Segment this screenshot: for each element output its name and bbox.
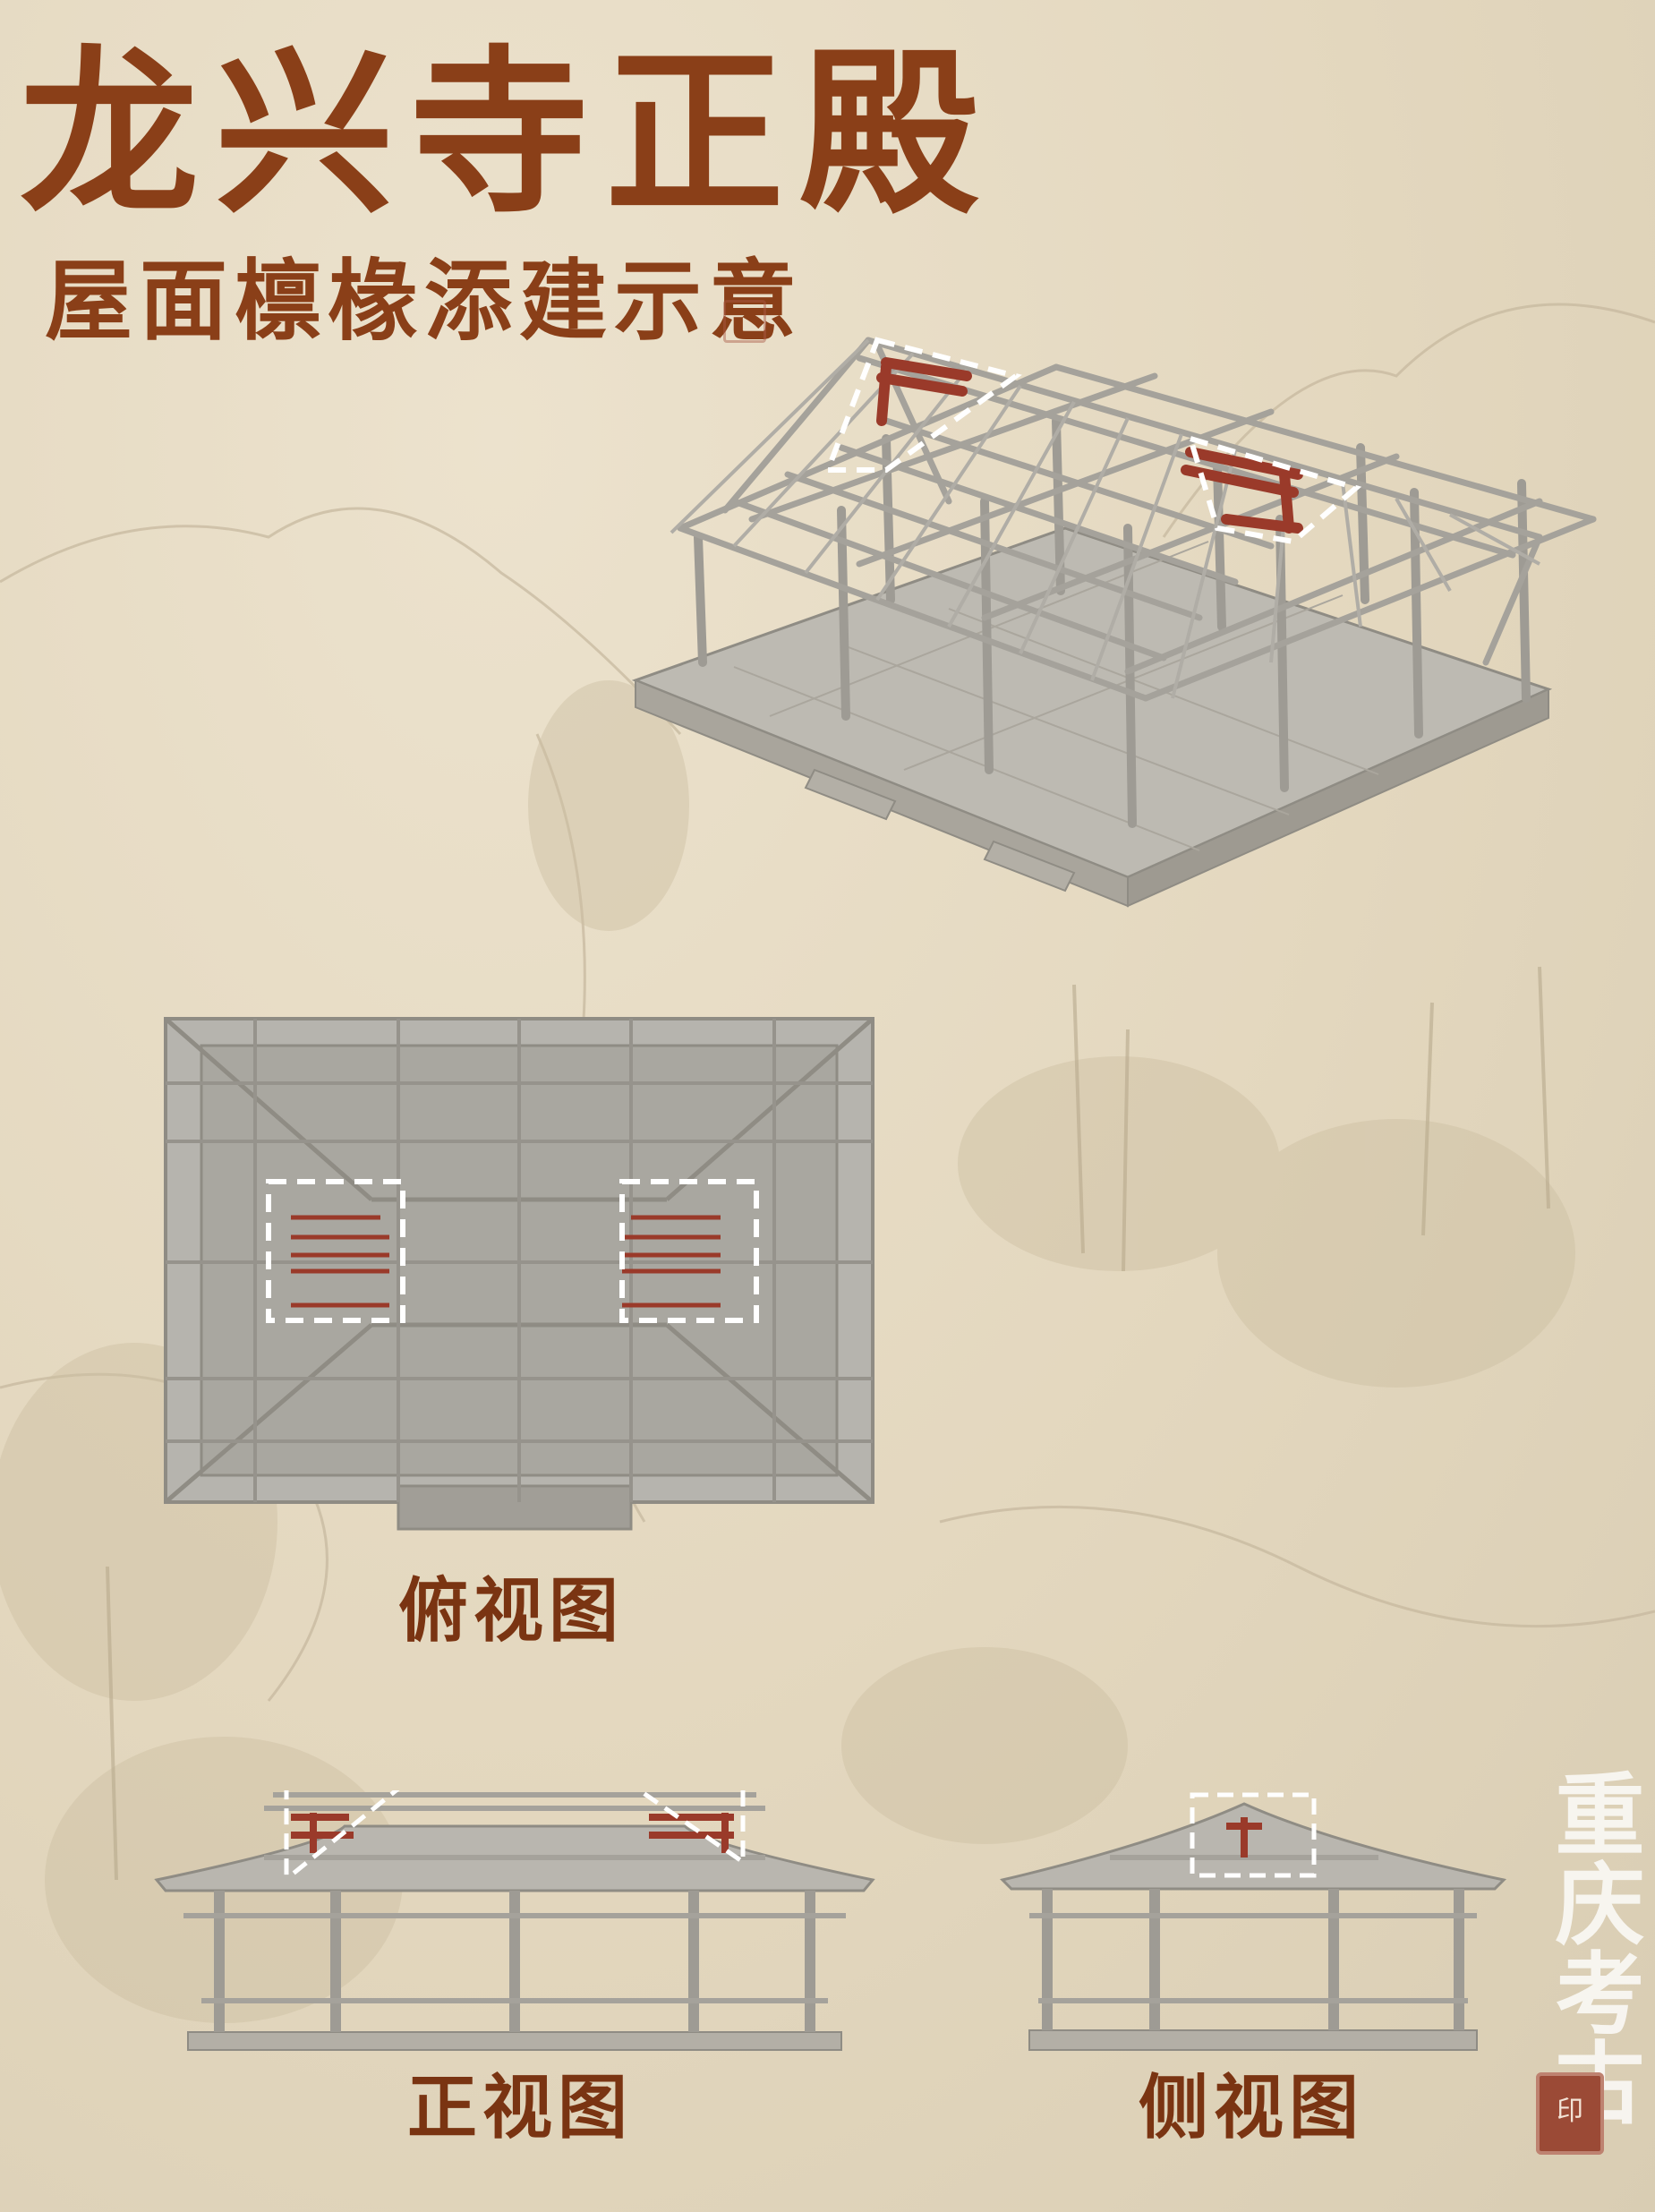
- side-view-label: 侧视图: [1139, 2067, 1365, 2148]
- calligraphy-signature: 重庆考古: [1540, 1768, 1645, 2126]
- axonometric-view: [631, 337, 1597, 908]
- top-view: [164, 1017, 874, 1531]
- small-seal-stamp: [723, 300, 766, 343]
- red-seal: 印: [1536, 2072, 1604, 2155]
- page-title: 龙兴寺正殿: [20, 29, 996, 239]
- front-view-label: 正视图: [407, 2067, 634, 2148]
- front-view: [154, 1790, 875, 2051]
- page-subtitle: 屋面檩椽添建示意: [45, 250, 805, 353]
- side-view: [1000, 1792, 1507, 2051]
- top-view-label: 俯视图: [398, 1570, 625, 1652]
- seal-mark: 印: [1557, 2096, 1583, 2127]
